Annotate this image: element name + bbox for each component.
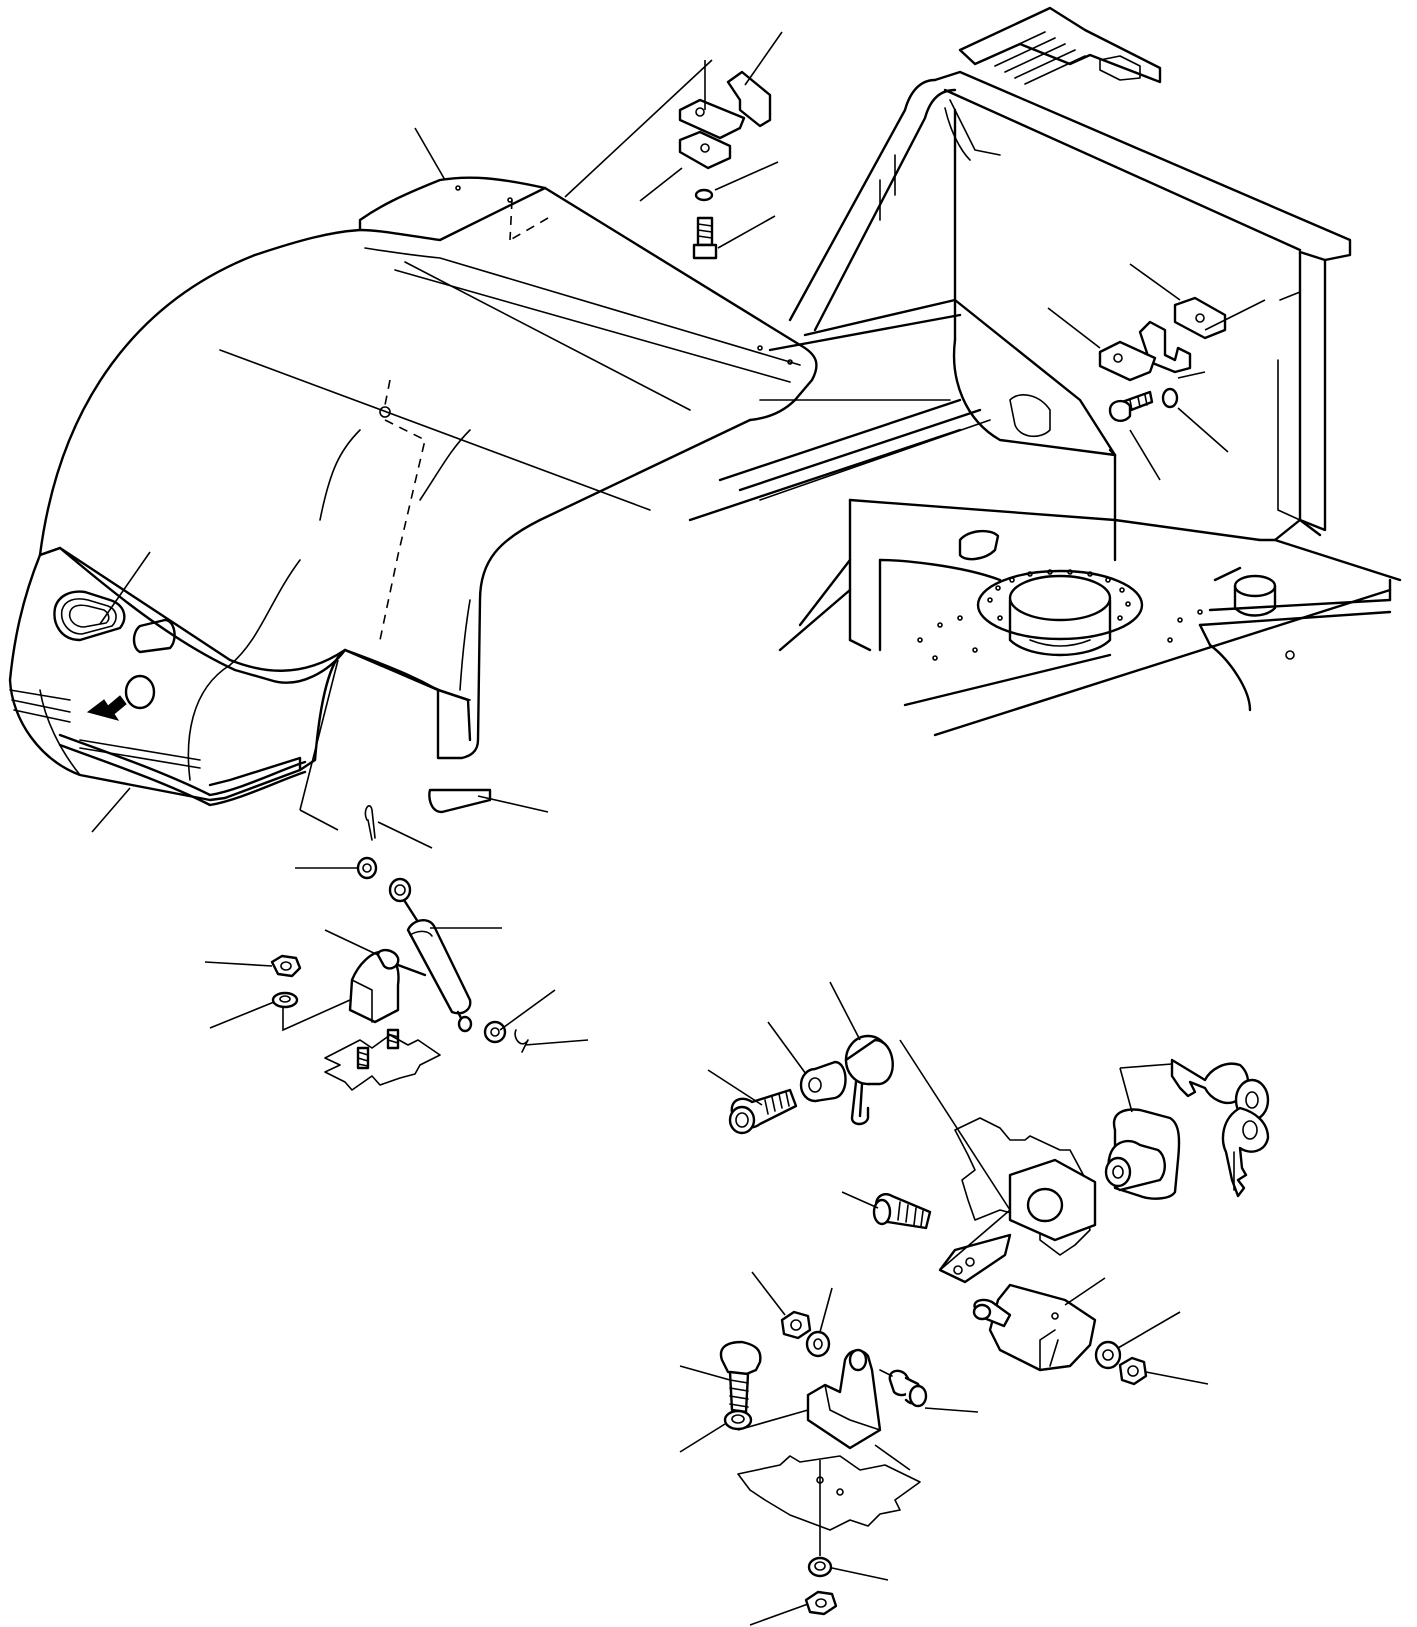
hinge-dashed-guide [509, 199, 513, 241]
upper-hinge-assembly [678, 60, 772, 260]
callout-leader-lines [91, 31, 1266, 1626]
strut-dashed-guide [379, 419, 426, 641]
engine-hood-cover [8, 176, 818, 814]
strut-ball-stud [379, 406, 391, 418]
gas-strut-assembly [270, 659, 529, 1091]
hinge-dashed-guide-2 [509, 217, 549, 241]
engine-compartment-frame [688, 6, 1402, 737]
key-set [1170, 1058, 1270, 1198]
frame-hinge-assembly [1098, 296, 1227, 422]
lock-assembly [719, 1034, 1270, 1616]
